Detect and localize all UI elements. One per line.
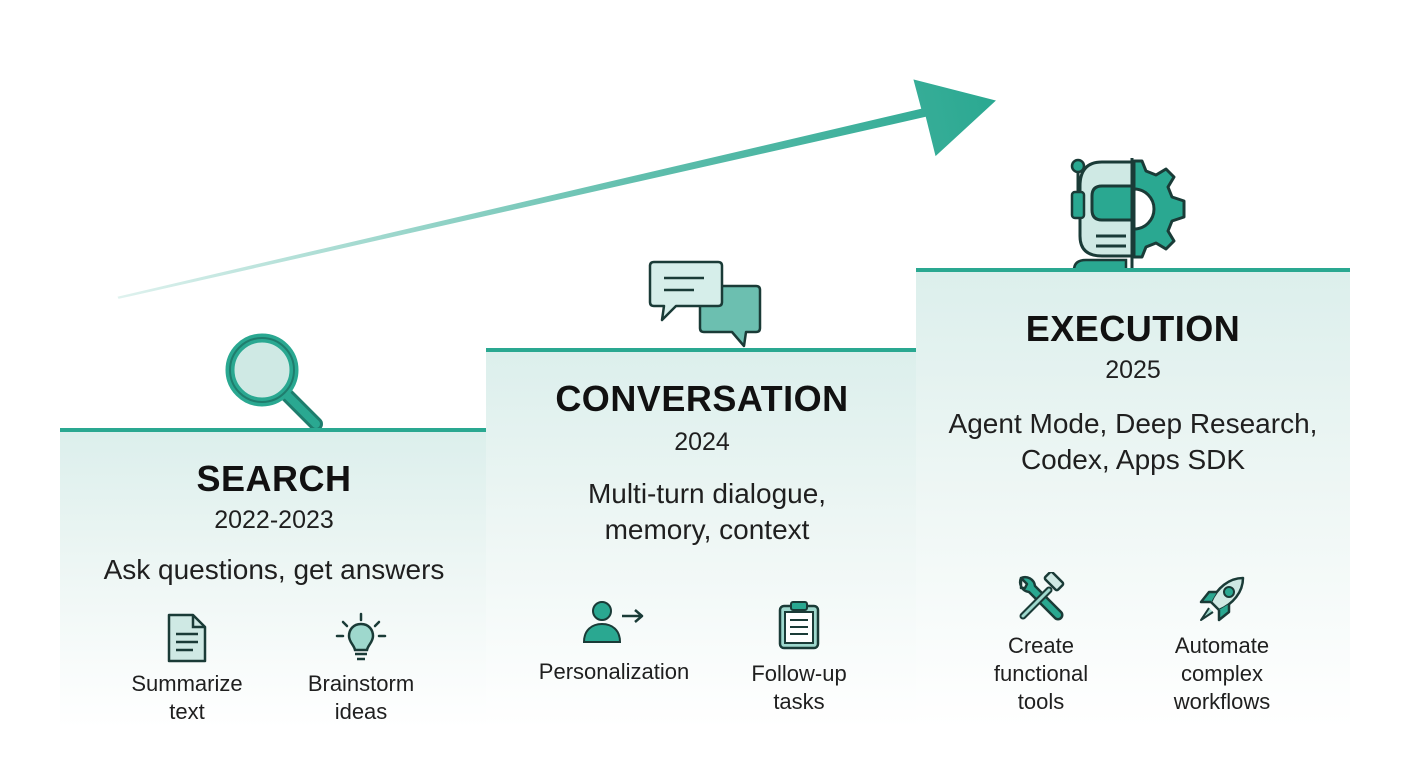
user-arrow-icon <box>582 601 644 643</box>
feature-label: Brainstorm ideas <box>307 671 415 724</box>
feature-follow-up: Follow-up tasks <box>719 600 879 716</box>
stage-search: SEARCH 2022-2023 Ask questions, get answ… <box>60 428 488 728</box>
document-icon <box>167 613 207 663</box>
stage-description: Agent Mode, Deep Research, Codex, Apps S… <box>948 408 1318 475</box>
feature-label: Create functional tools <box>993 633 1089 714</box>
feature-personalization: Personalization <box>514 598 714 686</box>
stage-execution: EXECUTION 2025 Agent Mode, Deep Research… <box>916 268 1350 728</box>
feature-label: Summarize text <box>131 671 243 724</box>
stage-year: 2024 <box>674 428 730 456</box>
stage-title: SEARCH <box>196 458 352 499</box>
feature-label: Follow-up tasks <box>751 661 847 714</box>
stage-description: Multi-turn dialogue, memory, context <box>587 478 827 545</box>
stage-title: EXECUTION <box>1025 308 1241 349</box>
rocket-icon <box>1199 576 1245 622</box>
lightbulb-icon <box>335 612 387 661</box>
feature-summarize: Summarize text <box>107 612 267 726</box>
robot-gear-icon <box>1070 158 1186 271</box>
feature-create-tools: Create functional tools <box>961 572 1121 716</box>
stage-conversation: CONVERSATION 2024 Multi-turn dialogue, m… <box>486 348 918 728</box>
feature-label: Personalization <box>538 659 690 684</box>
stage-year: 2025 <box>1105 356 1161 384</box>
magnifier-icon <box>225 333 323 431</box>
tools-icon <box>1018 572 1065 621</box>
stage-year: 2022-2023 <box>214 506 334 534</box>
feature-automate: Automate complex workflows <box>1142 572 1302 716</box>
clipboard-icon <box>778 601 820 650</box>
feature-label: Automate complex workflows <box>1173 633 1271 714</box>
stage-description: Ask questions, get answers <box>103 554 445 585</box>
feature-brainstorm: Brainstorm ideas <box>281 612 441 726</box>
chat-bubbles-icon <box>648 260 762 348</box>
stage-title: CONVERSATION <box>555 378 849 419</box>
growth-arrow-shape <box>114 76 1001 302</box>
